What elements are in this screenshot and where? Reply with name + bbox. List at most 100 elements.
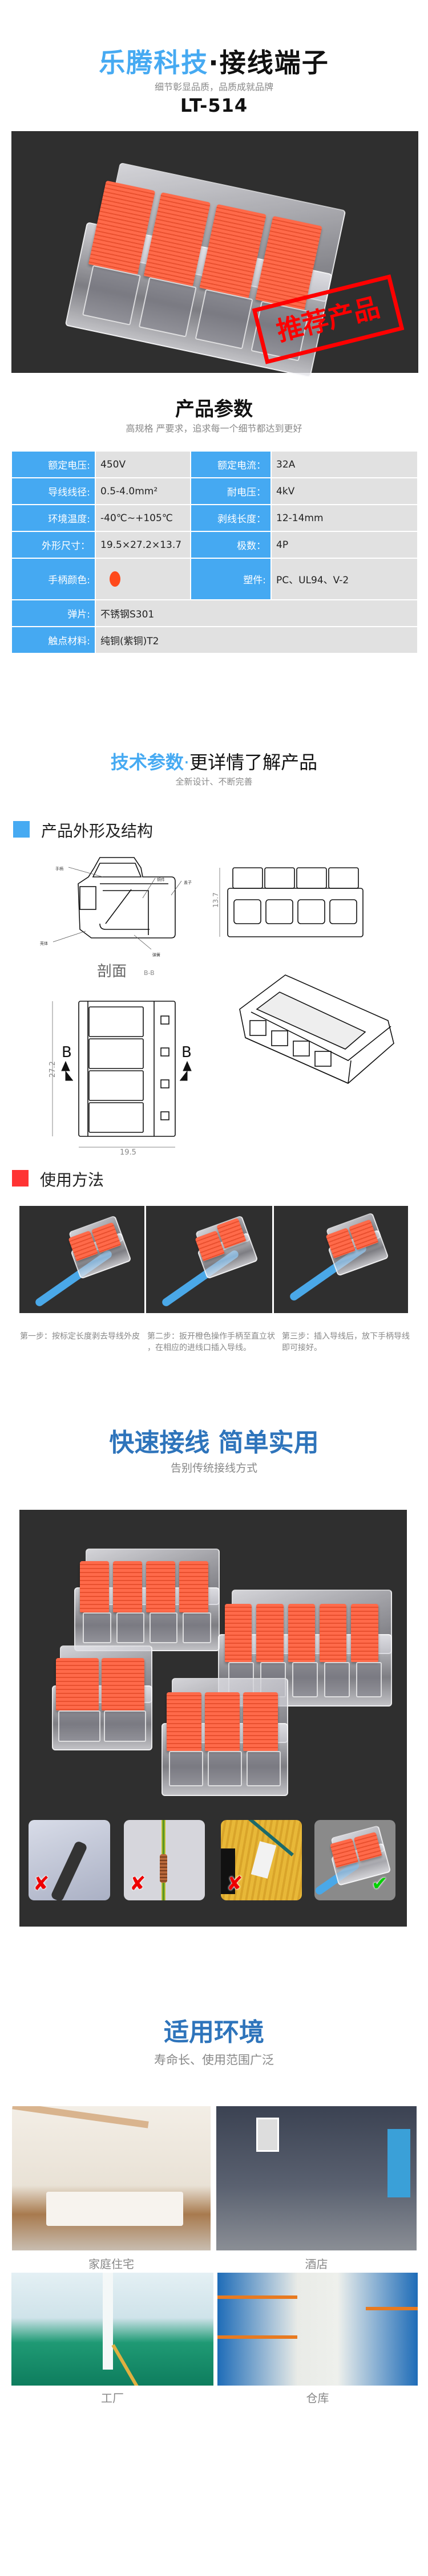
- wire-stripper-photo: ✘: [29, 1820, 110, 1900]
- spec-value: 19.5×27.2×13.7: [95, 531, 191, 559]
- environment-subtitle: 寿命长、使用范围广泛: [154, 2053, 274, 2067]
- environment-title: 适用环境: [164, 2018, 264, 2047]
- title-separator: ·: [208, 47, 220, 78]
- arrow-up-icon: [180, 1061, 192, 1081]
- spec-value: 0.5-4.0mm²: [95, 477, 191, 505]
- spec-value: 32A: [270, 450, 418, 478]
- warehouse-photo: [217, 2273, 418, 2386]
- spec-label: 极数：: [190, 531, 272, 559]
- table-row: 触点材料:纯铜(紫铜)T2: [11, 626, 418, 654]
- tech-subtitle: 全新设计、不断完善: [175, 777, 253, 787]
- table-row: 弹片:不锈钢S301: [11, 599, 418, 627]
- spec-value: 4kV: [270, 477, 418, 505]
- cross-icon: ✘: [33, 1872, 50, 1895]
- environment-label: 仓库: [306, 2391, 329, 2405]
- environment-label: 酒店: [305, 2257, 328, 2271]
- step-3-caption: 第三步：插入导线后，放下手柄导线即可接好。: [282, 1331, 410, 1354]
- taped-wire-photo: ✘: [221, 1820, 302, 1900]
- part-label-shell: 壳体: [40, 941, 48, 946]
- structure-heading: 产品外形及结构: [41, 822, 154, 840]
- product-type: 接线端子: [219, 47, 329, 78]
- connector-4p-image: [74, 1549, 220, 1651]
- table-row: 手柄颜色: 塑件:PC、UL94、V-2: [11, 558, 418, 600]
- factory-photo: [11, 2273, 213, 2386]
- specs-subtitle: 高规格 严要求，追求每一个细节都达到更好: [126, 423, 302, 434]
- cross-section-drawing: 手柄 铜件 盖子 壳体 弹簧 剖面 B-B: [40, 857, 192, 980]
- top-view-drawing: 27.2 19.5 B B: [49, 1001, 192, 1157]
- spec-value: 纯铜(紫铜)T2: [95, 626, 418, 654]
- product-family-panel: ✘ ✘ ✘ ✔: [19, 1510, 407, 1927]
- quick-subtitle: 告别传统接线方式: [170, 1462, 257, 1474]
- handle-color-swatch: [110, 571, 120, 587]
- connector-image: [64, 1215, 132, 1279]
- part-label-handle: 手柄: [55, 866, 63, 871]
- spec-label: 塑件:: [190, 558, 272, 600]
- spec-value: -40℃~+105℃: [95, 504, 191, 532]
- spec-value: 不锈钢S301: [95, 599, 418, 627]
- spec-value: 4P: [270, 531, 418, 559]
- caption-line: 第三步：插入导线后，放下手柄导线: [282, 1332, 410, 1341]
- spec-value: PC、UL94、V-2: [270, 558, 418, 600]
- spec-label: 手柄颜色:: [11, 558, 96, 600]
- hero-product-photo: 推荐产品: [11, 131, 418, 378]
- dimension-length: 27.2: [49, 1061, 57, 1078]
- connector-2p-image: [52, 1645, 152, 1750]
- handle-color-value: [95, 558, 191, 600]
- step-3-photo: [274, 1206, 408, 1313]
- tagline: 细节彰显品质，品质成就品牌: [154, 82, 273, 92]
- brand-name: 乐腾科技: [99, 47, 209, 78]
- cross-icon: ✘: [130, 1872, 146, 1895]
- model-number: LT-514: [180, 95, 248, 116]
- spec-label: 耐电压：: [190, 477, 272, 505]
- caption-line: 第一步：按标定长度剥去导线外皮: [20, 1332, 140, 1341]
- part-label-copper: 铜件: [157, 877, 165, 882]
- usage-heading: 使用方法: [40, 1171, 104, 1189]
- spec-label: 弹片:: [11, 599, 96, 627]
- red-square-icon: [12, 1170, 29, 1187]
- dimension-height: 13.7: [212, 892, 220, 908]
- specs-title: 产品参数: [175, 398, 253, 421]
- isometric-view-drawing: [239, 974, 394, 1084]
- spec-label: 环境温度:: [11, 504, 96, 532]
- cut-mark-left: B: [62, 1044, 72, 1061]
- spec-label: 触点材料:: [11, 626, 96, 654]
- spec-label: 剥线长度：: [190, 504, 272, 532]
- part-label-spring: 弹簧: [152, 952, 160, 957]
- caption-line: 即可接好。: [282, 1343, 322, 1352]
- cut-mark-right: B: [181, 1044, 192, 1061]
- twisted-wire-photo: ✘: [124, 1820, 205, 1900]
- tech-title: 技术参数·更详情了解产品: [0, 748, 428, 774]
- spec-label: 导线线径:: [11, 477, 96, 505]
- connector-image: [191, 1215, 259, 1279]
- arrow-up-icon: [61, 1061, 73, 1081]
- part-label-cover: 盖子: [184, 880, 192, 885]
- check-icon: ✔: [372, 1872, 388, 1895]
- front-view-drawing: 13.7: [212, 867, 364, 937]
- spec-value: 450V: [95, 450, 191, 478]
- step-2-photo: [146, 1206, 272, 1313]
- spec-label: 额定电流：: [190, 450, 272, 478]
- tech-title-separator: ·: [183, 751, 190, 773]
- connector-3p-image: [161, 1678, 288, 1796]
- step-2-caption: 第二步：扳开橙色操作手柄至直立状 ，在相应的进线口插入导线。: [147, 1331, 276, 1354]
- caption-line: ，在相应的进线口插入导线。: [147, 1343, 251, 1352]
- hotel-photo: [216, 2106, 417, 2250]
- spec-label: 额定电压:: [11, 450, 96, 478]
- connector-correct-photo: ✔: [314, 1820, 395, 1900]
- step-1-caption: 第一步：按标定长度剥去导线外皮: [20, 1331, 143, 1342]
- home-photo: [12, 2106, 211, 2250]
- tech-title-accent: 技术参数: [110, 751, 184, 773]
- page-title: 乐腾科技·接线端子: [0, 42, 428, 80]
- spec-value: 12-14mm: [270, 504, 418, 532]
- section-label: 剖面: [97, 963, 127, 980]
- blue-square-icon: [13, 821, 30, 838]
- caption-line: 第二步：扳开橙色操作手柄至直立状: [147, 1332, 275, 1341]
- quick-title: 快速接线 简单实用: [109, 1428, 319, 1457]
- cross-icon: ✘: [227, 1872, 243, 1895]
- step-1-photo: [19, 1206, 144, 1313]
